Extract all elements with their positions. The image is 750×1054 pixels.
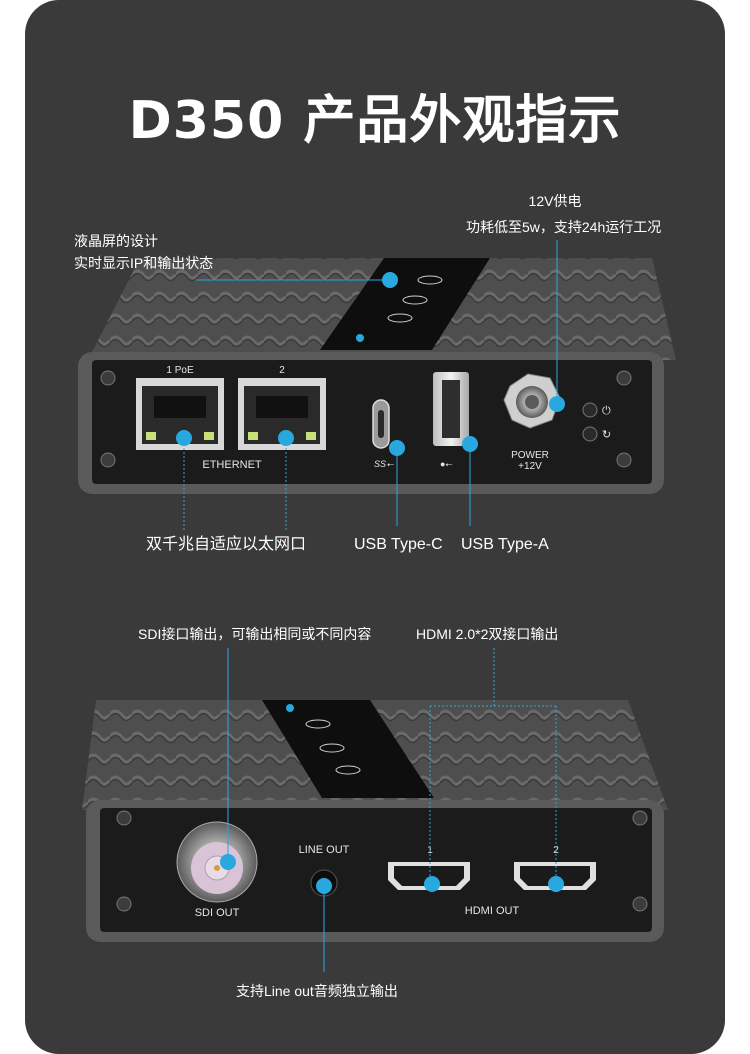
port1-label: 1 PoE: [166, 365, 194, 376]
power-connector: [503, 373, 561, 429]
line-out-callout: 支持Line out音频独立输出: [236, 983, 398, 999]
usbc-callout-dot: [389, 440, 405, 456]
eth1-callout-dot: [176, 430, 192, 446]
hdmi-callout: HDMI 2.0*2双接口输出: [416, 626, 559, 642]
lcd-callout-dot: [382, 272, 398, 288]
usb-a-callout: USB Type-A: [461, 536, 549, 553]
power-callout-line2: 功耗低至5w，支持24h运行工况: [466, 219, 662, 235]
hdmi-port-2: [514, 862, 596, 890]
power-button[interactable]: [582, 402, 598, 418]
ethernet-port-1: [136, 378, 224, 450]
reset-button[interactable]: [582, 426, 598, 442]
ethernet-callout: 双千兆自适应以太网口: [146, 536, 307, 553]
eth2-callout-dot: [278, 430, 294, 446]
refresh-icon: ↻: [602, 429, 611, 441]
power-label: POWER: [511, 450, 549, 461]
screw-icon: [100, 370, 632, 468]
power-icon: ⏻: [602, 405, 611, 417]
sdi-bnc-connector: [176, 821, 258, 903]
voltage-label: +12V: [518, 461, 542, 472]
port2-label: 2: [279, 365, 285, 376]
top-device: 1 PoE 2 ETHERNET SS ⭠ ●⭠ POWER +12V ⏻ ↻: [78, 240, 676, 530]
screw-icon: [116, 810, 648, 912]
hdmi-out-label: HDMI OUT: [465, 905, 520, 917]
usb-c-callout: USB Type-C: [354, 536, 443, 553]
sdi-callout-dot: [220, 854, 236, 870]
hdmi-port-1: [388, 862, 470, 890]
usb-c-icon: ⭠: [387, 459, 394, 469]
power-callout-line1: 12V供电: [528, 193, 582, 209]
usb-c-ss-mark: SS: [374, 459, 386, 469]
page-title: D350 产品外观指示: [128, 91, 622, 151]
lcd-callout-line2: 实时显示IP和输出状态: [74, 255, 214, 271]
lineout-callout-dot: [316, 878, 332, 894]
usb-a-icon: ●⭠: [440, 459, 453, 469]
lcd-callout: 液晶屏的设计 实时显示IP和输出状态: [74, 230, 213, 274]
line-out-label: LINE OUT: [299, 844, 350, 856]
sdi-out-label: SDI OUT: [195, 907, 240, 919]
usba-callout-dot: [462, 436, 478, 452]
ethernet-label: ETHERNET: [202, 459, 262, 471]
bottom-lcd-screen: [262, 700, 434, 798]
bottom-device: SDI OUT LINE OUT 1 2 HDMI OUT: [82, 648, 668, 972]
hdmi2-callout-dot: [548, 876, 564, 892]
hdmi1-callout-dot: [424, 876, 440, 892]
sdi-callout: SDI接口输出，可输出相同或不同内容: [138, 626, 372, 642]
power-callout: 12V供电 功耗低至5w，支持24h运行工况: [440, 190, 720, 238]
lcd-callout-line1: 液晶屏的设计: [74, 233, 158, 249]
lcd-screen: [320, 258, 490, 350]
power-callout-dot: [549, 396, 565, 412]
